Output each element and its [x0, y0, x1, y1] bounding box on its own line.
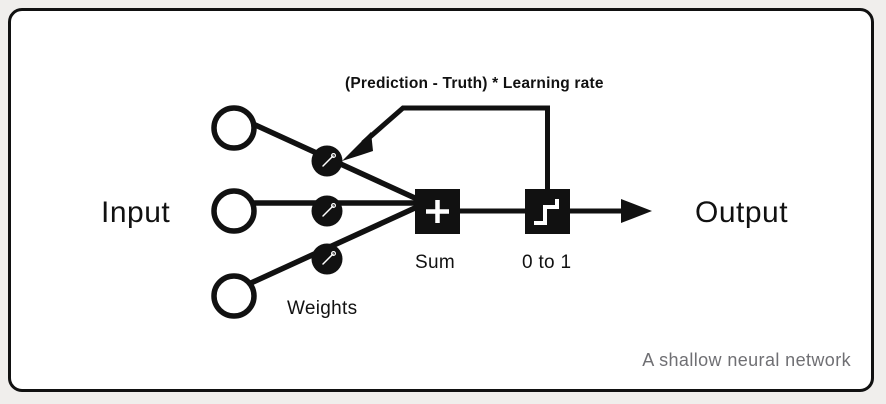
sum-label: Sum [415, 252, 455, 273]
weight-node-1[interactable] [311, 145, 343, 177]
weight-needle-3 [322, 253, 334, 265]
activation-label: 0 to 1 [522, 252, 571, 273]
feedback-path [361, 105, 550, 189]
weight-node-2[interactable] [311, 195, 343, 227]
activation-box [525, 189, 570, 234]
input-label: Input [101, 196, 170, 229]
weight-pivot-1 [331, 153, 337, 159]
input-node-3[interactable] [211, 273, 257, 319]
weight-pivot-3 [331, 251, 337, 257]
plus-icon [426, 200, 449, 223]
diagram-card: Input Output Weights Sum 0 to 1 (Predict… [8, 8, 874, 392]
weight-node-3[interactable] [311, 243, 343, 275]
input-nodes [211, 105, 257, 319]
input-node-2[interactable] [211, 188, 257, 234]
input-node-1[interactable] [211, 105, 257, 151]
weight-nodes [311, 145, 343, 275]
edge-input3-sum [237, 199, 431, 291]
sum-node[interactable] [415, 189, 460, 234]
weight-pivot-2 [331, 203, 337, 209]
step-function-icon [534, 199, 559, 225]
weight-needle-2 [322, 205, 334, 217]
output-label: Output [695, 196, 788, 229]
activation-node[interactable] [525, 189, 570, 234]
weight-needle-1 [322, 155, 334, 167]
feedback-arrowhead [342, 132, 373, 161]
neural-network-diagram: Input Output Weights Sum 0 to 1 (Predict… [101, 75, 851, 370]
feedback-annotation: (Prediction - Truth) * Learning rate [345, 75, 604, 92]
weights-label: Weights [287, 298, 357, 319]
feedback-loop [342, 105, 550, 189]
diagram-caption: A shallow neural network [642, 350, 851, 370]
output-arrowhead [621, 199, 652, 223]
